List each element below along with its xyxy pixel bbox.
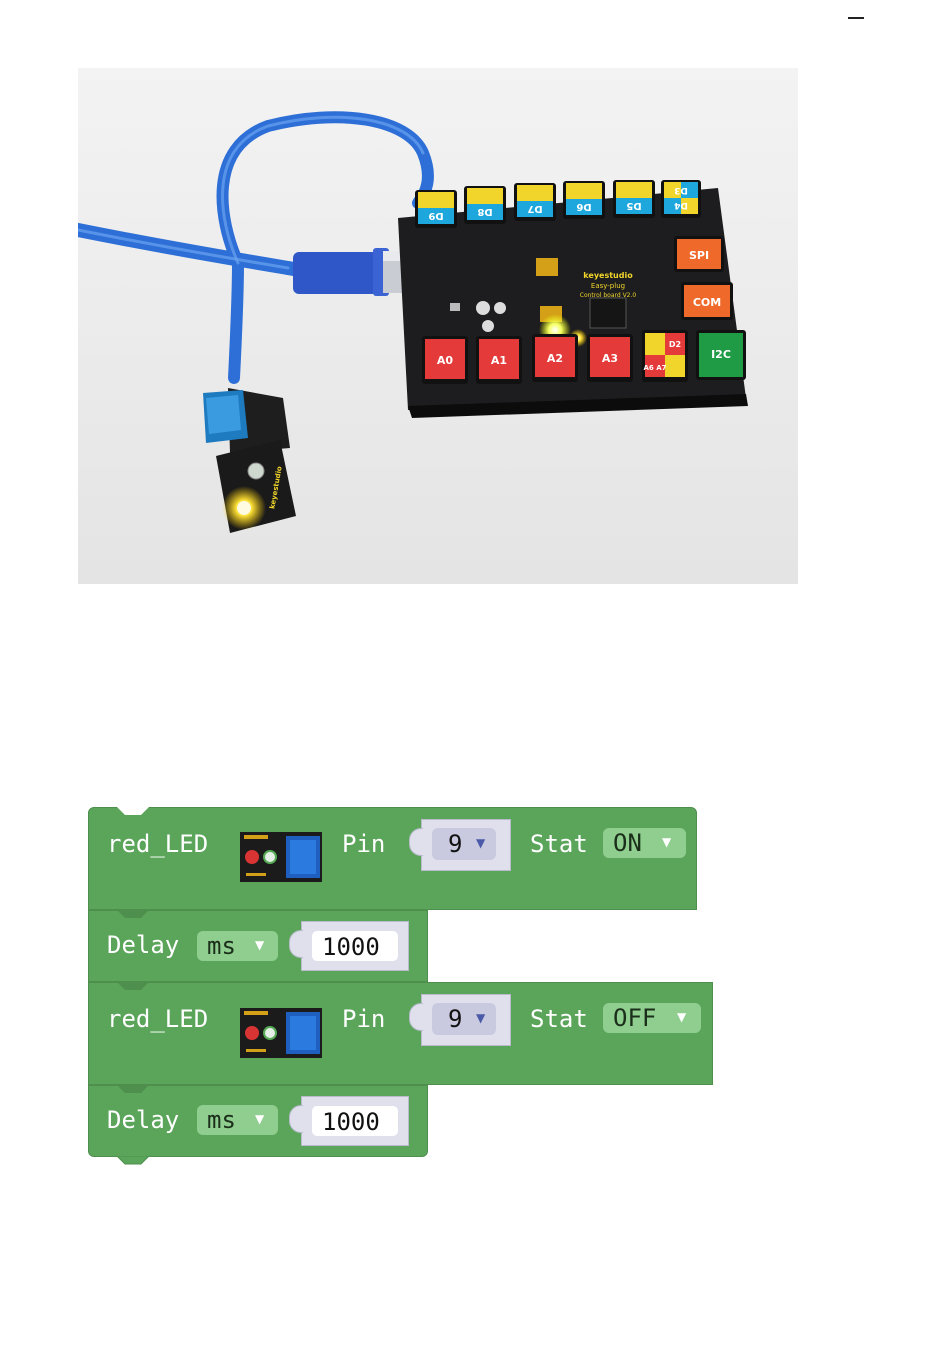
delay-value-slot: 1000: [301, 921, 409, 971]
stat-label: Stat: [530, 832, 588, 856]
port-label-d4: D4: [674, 200, 688, 210]
delay-value-slot: 1000: [301, 1096, 409, 1146]
module-name-label: red_LED: [107, 832, 208, 856]
stat-dropdown[interactable]: ON ▼: [603, 828, 686, 858]
port-label-spi: SPI: [689, 249, 709, 262]
chevron-down-icon: ▼: [476, 1011, 485, 1025]
stat-label: Stat: [530, 1007, 588, 1031]
delay-block-2[interactable]: Delay ms ▼ 1000: [88, 1085, 428, 1157]
page-corner-mark: [848, 17, 864, 19]
chevron-down-icon: ▼: [662, 835, 671, 849]
delay-value-input[interactable]: 1000: [312, 1106, 398, 1136]
chevron-down-icon: ▼: [476, 836, 485, 850]
delay-unit-dropdown[interactable]: ms ▼: [197, 931, 278, 961]
module-name-label: red_LED: [107, 1007, 208, 1031]
led-module-thumbnail: [240, 1008, 322, 1058]
led-block-off[interactable]: red_LED Pin 9 ▼ Stat OFF ▼: [88, 982, 713, 1085]
port-label-a2: A2: [547, 352, 563, 365]
board-model: Easy-plug: [591, 282, 625, 290]
analog-ports-row: A0 A1 A2 A3 D2 A6 A7: [422, 330, 688, 384]
port-label-d8: D8: [477, 206, 492, 217]
led-module-thumbnail: [240, 832, 322, 882]
port-label-d5: D5: [626, 200, 641, 211]
delay-block-1[interactable]: Delay ms ▼ 1000: [88, 910, 428, 982]
chevron-down-icon: ▼: [677, 1010, 686, 1024]
chevron-down-icon: ▼: [255, 1112, 264, 1126]
board-brand: keyestudio: [583, 271, 633, 280]
port-label-d7: D7: [527, 203, 542, 214]
pin-slot: 9 ▼: [421, 994, 511, 1046]
pin-label: Pin: [342, 1007, 385, 1031]
port-label-a0: A0: [437, 354, 454, 367]
port-label-d9: D9: [428, 210, 443, 221]
delay-unit-dropdown[interactable]: ms ▼: [197, 1105, 278, 1135]
port-label-d2: D2: [669, 340, 681, 349]
pin-dropdown[interactable]: 9 ▼: [432, 1003, 496, 1035]
pin-slot: 9 ▼: [421, 819, 511, 871]
port-label-d3: D3: [674, 185, 688, 195]
delay-label: Delay: [107, 933, 179, 957]
delay-label: Delay: [107, 1108, 179, 1132]
port-label-a3: A3: [602, 352, 618, 365]
delay-value-input[interactable]: 1000: [312, 931, 398, 961]
port-label-i2c: I2C: [711, 348, 731, 361]
pin-dropdown[interactable]: 9 ▼: [432, 828, 496, 860]
chevron-down-icon: ▼: [255, 938, 264, 952]
led-block-on[interactable]: red_LED Pin 9 ▼ Stat ON ▼: [88, 807, 697, 910]
port-label-a6a7: A6 A7: [643, 364, 666, 372]
pin-label: Pin: [342, 832, 385, 856]
port-label-com: COM: [693, 296, 721, 309]
port-label-a1: A1: [491, 354, 507, 367]
stat-dropdown[interactable]: OFF ▼: [603, 1003, 701, 1033]
hardware-photo: D9 D8 D7 D6 D5 D4 D3 keyestudio Easy-plu…: [78, 68, 798, 584]
board-model-line2: Control board V2.0: [580, 292, 637, 299]
port-label-d6: D6: [576, 201, 591, 212]
